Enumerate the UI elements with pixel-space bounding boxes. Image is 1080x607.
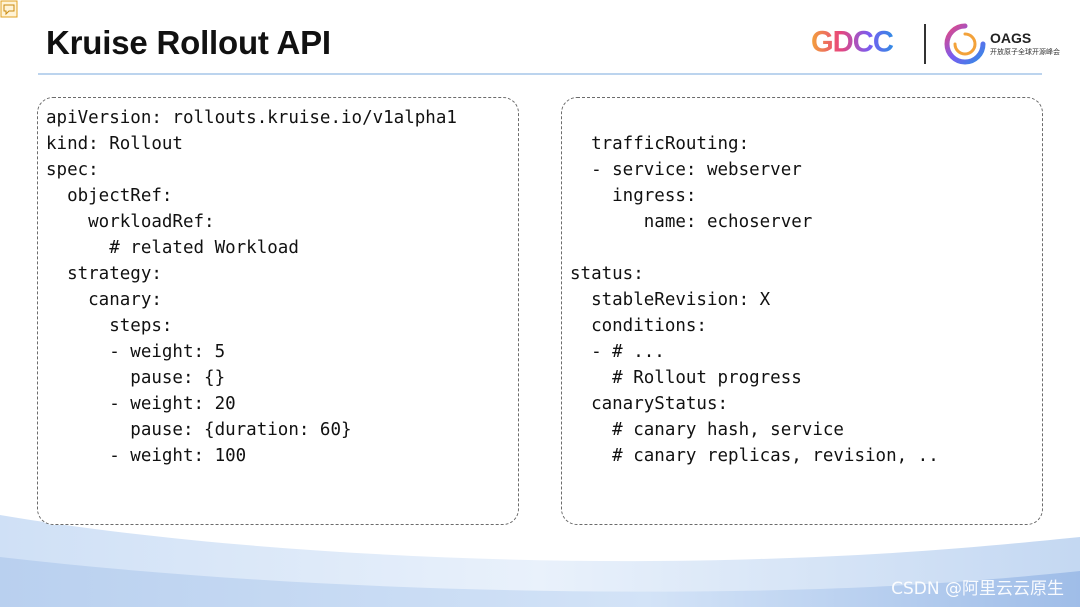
- code-line: name: echoserver: [570, 212, 813, 232]
- code-panel-right: trafficRouting: - service: webserver ing…: [561, 97, 1043, 525]
- code-line: status:: [570, 264, 644, 284]
- comment-icon[interactable]: [0, 0, 18, 18]
- code-block-right: trafficRouting: - service: webserver ing…: [570, 131, 939, 469]
- code-line: - service: webserver: [570, 160, 802, 180]
- code-line: - weight: 100: [46, 446, 247, 466]
- logo-separator: [924, 24, 926, 64]
- code-line: ingress:: [570, 186, 697, 206]
- code-line: # Rollout progress: [570, 368, 802, 388]
- watermark: CSDN @阿里云云原生: [891, 579, 1064, 599]
- code-line: steps:: [46, 316, 173, 336]
- code-line: - weight: 5: [46, 342, 226, 362]
- code-line: [570, 235, 939, 261]
- oags-logo-icon: [944, 23, 986, 65]
- title-divider: [38, 73, 1042, 75]
- code-line: # related Workload: [46, 238, 299, 258]
- code-line: canaryStatus:: [570, 394, 729, 414]
- code-line: apiVersion: rollouts.kruise.io/v1alpha1: [46, 108, 457, 128]
- slide-title: Kruise Rollout API: [46, 24, 331, 61]
- code-line: - # ...: [570, 342, 665, 362]
- code-line: conditions:: [570, 316, 707, 336]
- code-line: kind: Rollout: [46, 134, 183, 154]
- code-panel-left: apiVersion: rollouts.kruise.io/v1alpha1 k…: [37, 97, 519, 525]
- code-block-left: apiVersion: rollouts.kruise.io/v1alpha1 k…: [46, 105, 457, 469]
- code-line: stableRevision: X: [570, 290, 771, 310]
- code-line: - weight: 20: [46, 394, 236, 414]
- oags-logo-subtitle: 开放原子全球开源峰会: [990, 48, 1060, 56]
- code-line: pause: {duration: 60}: [46, 420, 352, 440]
- gdcc-logo: GDCC: [811, 26, 895, 57]
- code-line: strategy:: [46, 264, 162, 284]
- oags-logo-text: OAGS: [990, 30, 1032, 46]
- code-line: trafficRouting:: [570, 134, 750, 154]
- code-line: canary:: [46, 290, 162, 310]
- code-line: # canary replicas, revision, ..: [570, 446, 939, 466]
- code-line: objectRef:: [46, 186, 173, 206]
- code-line: spec:: [46, 160, 99, 180]
- background-wave: [0, 515, 1080, 607]
- code-line: workloadRef:: [46, 212, 215, 232]
- code-line: # canary hash, service: [570, 420, 844, 440]
- code-line: pause: {}: [46, 368, 226, 388]
- gdcc-logo-text: GDCC: [811, 26, 894, 57]
